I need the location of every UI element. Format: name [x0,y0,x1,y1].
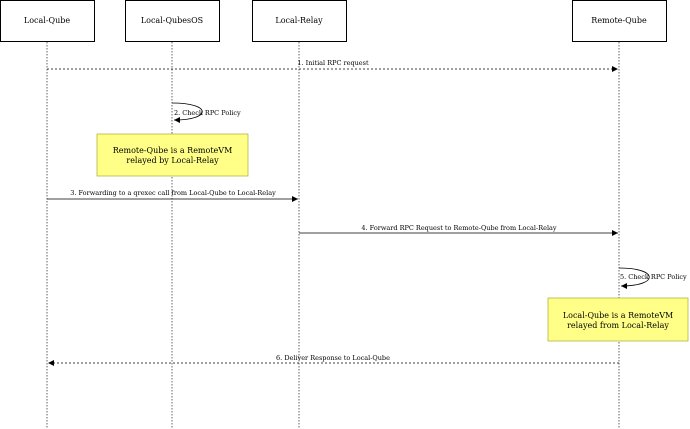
actor-local-relay: Local-Relay [252,0,347,42]
note-line: relayed from Local-Relay [567,321,669,330]
message-1: 1. Initial RPC request [47,59,618,72]
note-remote-qube-relayed: Remote-Qube is a RemoteVM relayed by Loc… [96,133,249,177]
actor-local-qubesos: Local-QubesOS [125,0,220,42]
message-3: 3. Forwarding to a qrexec call from Loca… [47,189,298,202]
note-local-qube-relayed: Local-Qube is a RemoteVM relayed from Lo… [547,297,689,342]
message-4: 4. Forward RPC Request to Remote-Qube fr… [299,224,618,236]
message-label: 2. Check RPC Policy [174,109,241,117]
note-line: Local-Qube is a RemoteVM [563,311,673,320]
actor-label: Local-Relay [275,16,323,25]
message-label: 1. Initial RPC request [297,59,369,67]
actor-label: Local-QubesOS [141,16,203,25]
message-label: 6. Deliver Response to Local-Qube [276,354,390,362]
message-label: 5. Check RPC Policy [620,273,687,281]
actor-local-qube: Local-Qube [0,0,95,42]
actor-remote-qube: Remote-Qube [572,0,667,42]
note-line: relayed by Local-Relay [126,156,219,165]
actor-label: Remote-Qube [591,16,647,25]
message-label: 4. Forward RPC Request to Remote-Qube fr… [361,224,556,232]
actor-label: Local-Qube [24,16,70,25]
message-label: 3. Forwarding to a qrexec call from Loca… [70,189,276,197]
note-line: Remote-Qube is a RemoteVM [113,146,233,155]
self-message-arrow [618,267,650,289]
self-message-arrow [171,102,203,123]
message-5: 5. Check RPC Policy [618,267,687,289]
message-2: 2. Check RPC Policy [171,102,241,123]
message-6: 6. Deliver Response to Local-Qube [48,354,619,366]
